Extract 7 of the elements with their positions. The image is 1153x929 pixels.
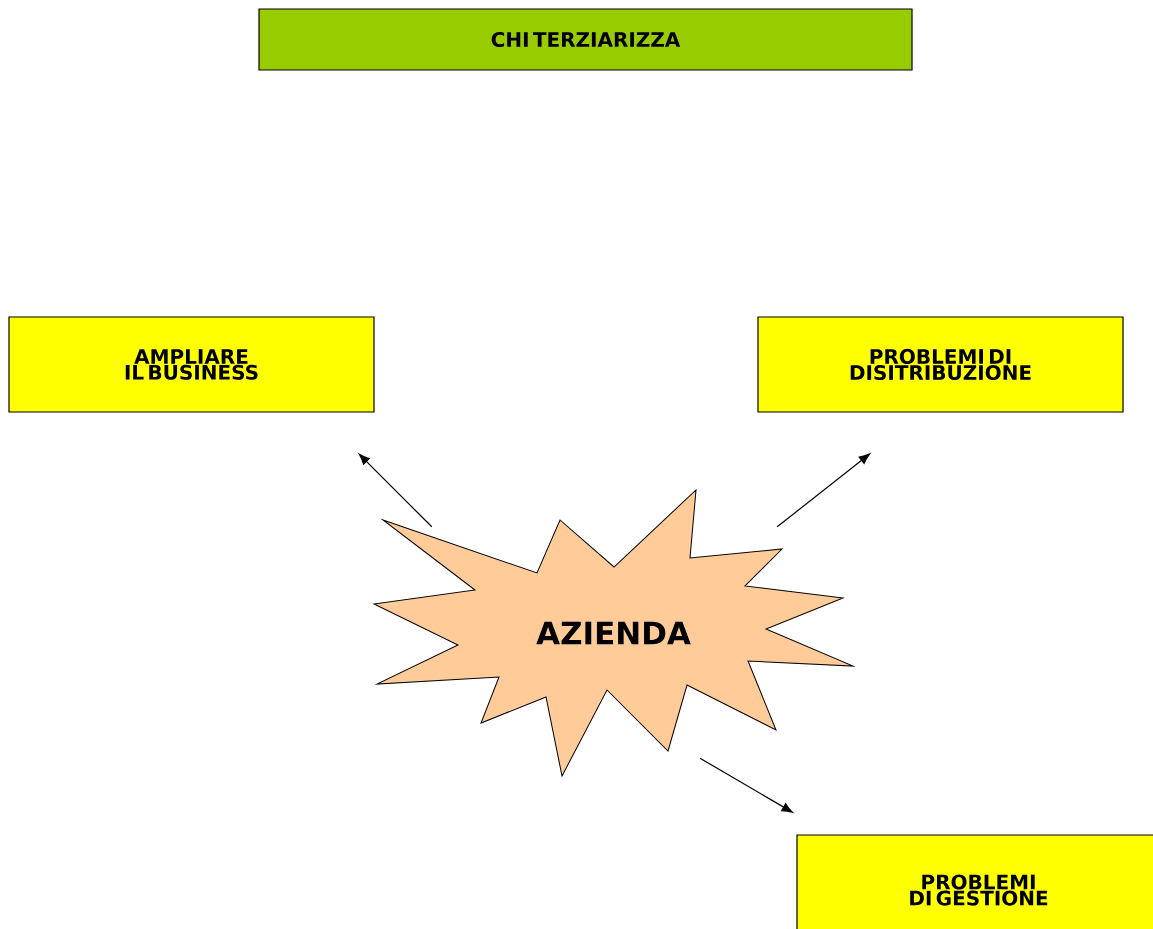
topic-box: PROBLEMI DI DISITRIBUZIONE [757,316,1124,413]
arrow [699,757,793,813]
arrow [776,453,871,528]
title-box: CHI TERZIARIZZA [258,8,913,71]
topic-box: PROBLEMI DI GESTIONE [796,834,1153,929]
topic-box: AMPLIARE IL BUSINESS [8,316,375,413]
arrow [358,453,433,528]
